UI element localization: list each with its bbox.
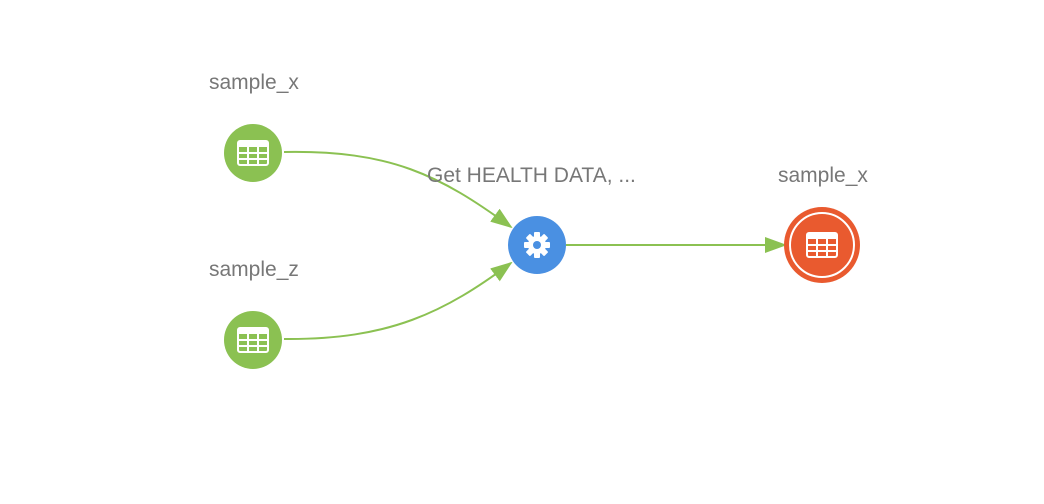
source-node-2[interactable]: [224, 311, 282, 369]
gear-icon: [524, 232, 550, 258]
source-node-1-label: sample_x: [209, 71, 299, 94]
process-node[interactable]: [508, 216, 566, 274]
output-node[interactable]: [784, 207, 860, 283]
process-node-label: Get HEALTH DATA, ...: [427, 164, 636, 187]
table-icon: [237, 327, 269, 353]
source-node-2-label: sample_z: [209, 258, 299, 281]
output-node-inner: [789, 212, 855, 278]
source-node-1[interactable]: [224, 124, 282, 182]
edge-source1-to-process: [283, 150, 513, 229]
output-node-label: sample_x: [778, 164, 868, 187]
table-icon: [806, 232, 838, 258]
table-icon: [237, 140, 269, 166]
edge-source2-to-process: [283, 261, 513, 341]
